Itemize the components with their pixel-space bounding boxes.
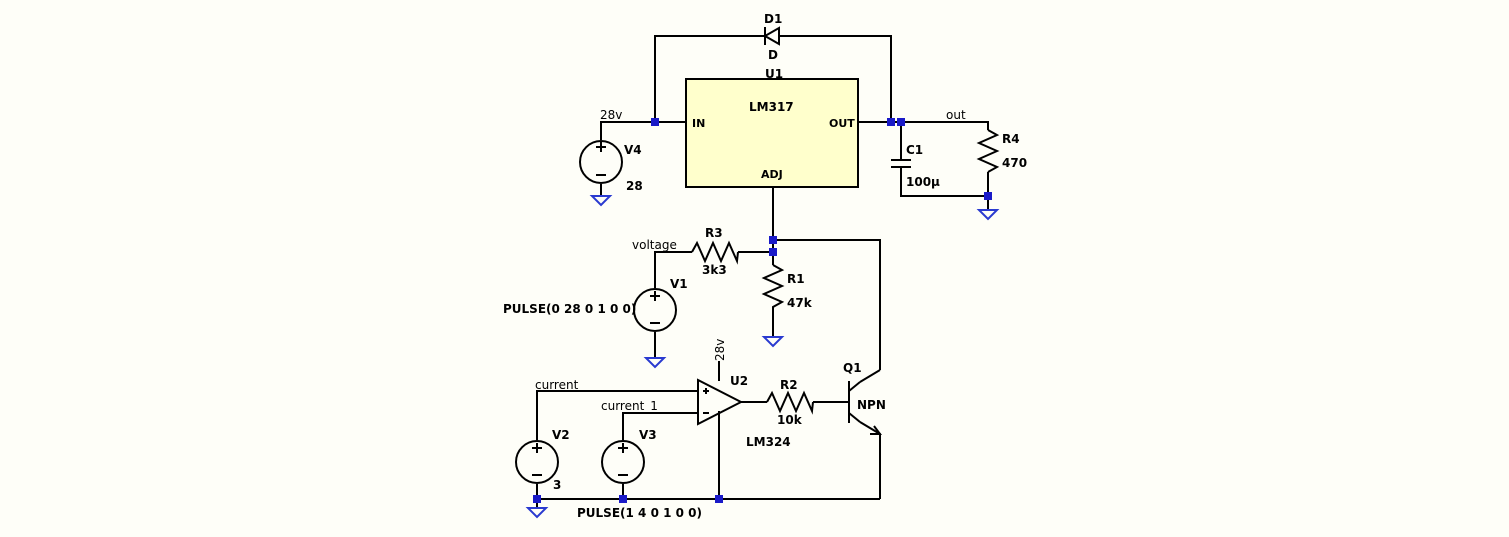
junction [769,236,777,244]
ground-v2 [525,507,549,519]
d1-value: D [768,48,778,62]
u2-supply-label: 28v [713,339,727,361]
r4-ref: R4 [1002,132,1020,146]
junctions [533,118,992,503]
v2-ref: V2 [552,428,570,442]
u2-ref: U2 [730,374,748,388]
v1-value: PULSE(0 28 0 1 0 0) [503,302,636,316]
d1-ref: D1 [764,12,782,26]
wire-out[interactable] [858,121,989,130]
diode-d1[interactable]: D1 D [762,12,782,62]
wire-current-1[interactable] [622,412,698,440]
voltage-source-v4[interactable]: V4 28 [579,140,643,193]
net-label-voltage: voltage [632,238,677,252]
ground-r1 [761,336,785,348]
voltage-source-v1[interactable]: V1 PULSE(0 28 0 1 0 0) [503,277,688,332]
r4-value: 470 [1002,156,1027,170]
c1-ref: C1 [906,143,923,157]
ground-v4 [589,195,613,207]
v3-value: PULSE(1 4 0 1 0 0) [577,506,702,520]
u1-model: LM317 [749,100,794,114]
voltage-source-v3[interactable]: V3 PULSE(1 4 0 1 0 0) [577,428,702,520]
capacitor-c1[interactable]: C1 100µ [891,143,940,189]
junction [619,495,627,503]
junction [887,118,895,126]
r1-ref: R1 [787,272,805,286]
net-label-current: current [535,378,579,392]
ground-v1 [643,357,667,369]
resistor-r4[interactable]: R4 470 [976,129,1027,173]
v3-ref: V3 [639,428,657,442]
transistor-q1[interactable]: Q1 NPN [843,361,886,435]
net-label-28v: 28v [600,108,622,122]
junction [897,118,905,126]
q1-model: NPN [857,398,886,412]
wire-in[interactable] [600,121,686,140]
r2-value: 10k [777,413,803,427]
v2-value: 3 [553,478,561,492]
r3-ref: R3 [705,226,723,240]
ground-r4 [976,209,1000,221]
v4-value: 28 [626,179,643,193]
voltage-source-v2[interactable]: V2 3 [515,428,570,492]
u1-ref: U1 [765,67,783,81]
wire-current[interactable] [536,390,698,440]
u1-pin-out: OUT [829,117,855,130]
net-label-current-1: current_1 [601,399,658,413]
wire-voltage[interactable] [654,251,692,288]
resistor-r2[interactable]: R2 10k [766,378,814,427]
net-label-out: out [946,108,966,122]
junction [533,495,541,503]
junction [769,248,777,256]
wire-q1-collector[interactable] [859,369,881,383]
resistor-r3[interactable]: R3 3k3 [691,226,739,277]
ic-u1-lm317[interactable]: U1 LM317 IN OUT ADJ [685,67,859,188]
wire-diode-left[interactable] [654,35,765,122]
wires [536,35,989,508]
wire-diode-right[interactable] [779,35,892,122]
junction [984,192,992,200]
wire-c1-r4-bottom[interactable] [900,167,989,210]
u1-pin-in: IN [692,117,705,130]
v1-ref: V1 [670,277,688,291]
c1-value: 100µ [906,175,940,189]
q1-ref: Q1 [843,361,862,375]
junction [715,495,723,503]
junction [651,118,659,126]
opamp-u2[interactable]: U2 LM324 28v [697,339,791,449]
u2-model: LM324 [746,435,791,449]
wire-adj-q1-collector[interactable] [773,239,881,370]
r3-value: 3k3 [702,263,727,277]
u1-pin-adj: ADJ [761,168,783,181]
v4-ref: V4 [624,143,642,157]
resistor-r1[interactable]: R1 47k [761,264,813,312]
r2-ref: R2 [780,378,798,392]
r1-value: 47k [787,296,813,310]
